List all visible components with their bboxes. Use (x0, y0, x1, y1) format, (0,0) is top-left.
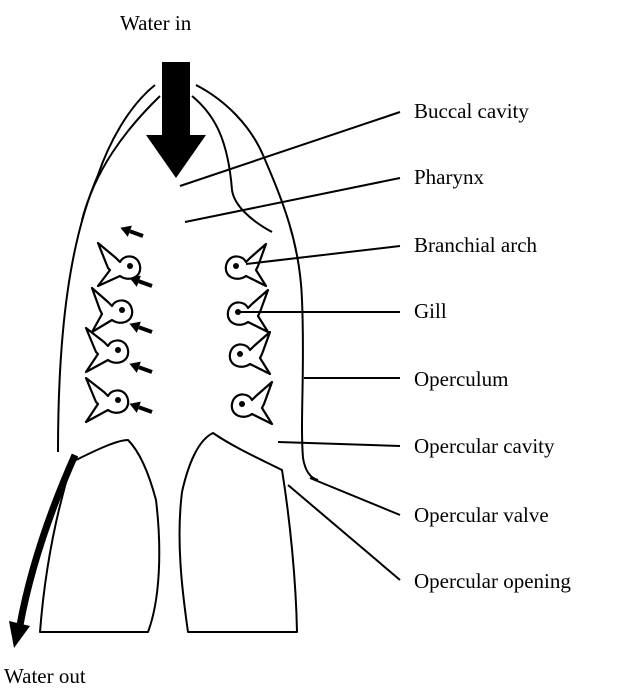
label-branchial-arch: Branchial arch (414, 233, 538, 257)
leader-opercular-valve (310, 478, 400, 515)
label-opercular-valve: Opercular valve (414, 503, 549, 527)
water-in-arrow (146, 62, 206, 178)
right-gills (226, 244, 272, 424)
label-pharynx: Pharynx (414, 165, 484, 189)
leader-buccal-cavity (180, 112, 400, 186)
flow-arrow (127, 318, 154, 337)
gill-shape (92, 288, 132, 332)
label-buccal-cavity: Buccal cavity (414, 99, 529, 123)
left-gills (86, 243, 140, 422)
flow-arrow (127, 398, 154, 417)
leader-lines (180, 112, 400, 580)
right-operculum-flap (180, 433, 297, 632)
label-water-out: Water out (4, 664, 86, 688)
label-water-in: Water in (120, 11, 192, 35)
left-operculum-flap (40, 440, 159, 632)
water-out-arrow (20, 455, 75, 625)
leader-opercular-opening (288, 485, 400, 580)
water-out-arrowhead (9, 621, 30, 648)
label-operculum: Operculum (414, 367, 508, 391)
flow-arrow (127, 358, 154, 377)
label-opercular-cavity: Opercular cavity (414, 434, 555, 458)
label-gill: Gill (414, 299, 447, 323)
leader-pharynx (185, 178, 400, 222)
flow-arrow (118, 222, 145, 241)
leader-opercular-cavity (278, 442, 400, 446)
gill-shape (226, 244, 266, 286)
gill-shape (230, 332, 270, 374)
label-opercular-opening: Opercular opening (414, 569, 571, 593)
gill-shape (86, 328, 128, 372)
gill-shape (232, 382, 272, 424)
leader-branchial-arch (246, 246, 400, 264)
gill-shape (86, 378, 128, 422)
